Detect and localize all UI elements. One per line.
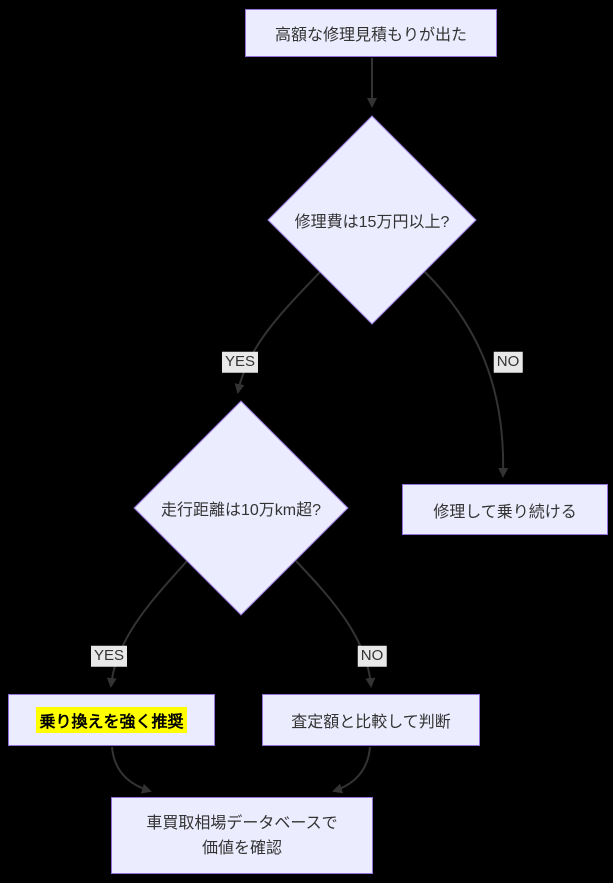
node-start-label: 高額な修理見積もりが出た bbox=[274, 27, 467, 44]
node-check-database-label: 車買取相場データベースで 価値を確認 bbox=[146, 811, 337, 861]
node-check-database-line1: 車買取相場データベースで bbox=[146, 814, 338, 832]
node-switch-recommended-label: 乗り換えを強く推奨 bbox=[36, 707, 187, 733]
edge-label-decision2-no: NO bbox=[357, 645, 387, 667]
edge-decision2-yes-to-switch bbox=[106, 560, 188, 688]
node-start: 高額な修理見積もりが出た bbox=[245, 9, 497, 57]
decision-mileage-label: 走行距離は10万km超? bbox=[160, 502, 322, 519]
edge-label-decision2-yes: YES bbox=[90, 645, 128, 667]
node-check-database-line2: 価値を確認 bbox=[201, 839, 282, 857]
node-keep-repairing-label: 修理して乗り続ける bbox=[433, 503, 577, 521]
decision-repair-cost-label: 修理費は15万円以上? bbox=[294, 214, 450, 231]
node-decision-repair-cost: 修理費は15万円以上? bbox=[267, 115, 477, 325]
edge-decision1-no-to-keep bbox=[423, 270, 509, 478]
edge-decision2-no-to-compare bbox=[295, 560, 376, 688]
edge-label-decision1-yes: YES bbox=[221, 351, 259, 373]
edge-compare-to-database bbox=[332, 746, 371, 794]
node-check-database: 車買取相場データベースで 価値を確認 bbox=[111, 797, 373, 874]
node-keep-repairing: 修理して乗り続ける bbox=[402, 484, 608, 535]
edge-decision1-yes-to-decision2 bbox=[234, 270, 322, 394]
node-switch-recommended: 乗り換えを強く推奨 bbox=[8, 694, 215, 746]
node-compare-appraisal-label: 査定額と比較して判断 bbox=[291, 714, 451, 731]
edge-label-decision1-no: NO bbox=[493, 351, 523, 373]
edge-switch-to-database bbox=[111, 746, 152, 794]
node-compare-appraisal: 査定額と比較して判断 bbox=[262, 694, 480, 746]
node-decision-mileage: 走行距離は10万km超? bbox=[133, 400, 349, 616]
